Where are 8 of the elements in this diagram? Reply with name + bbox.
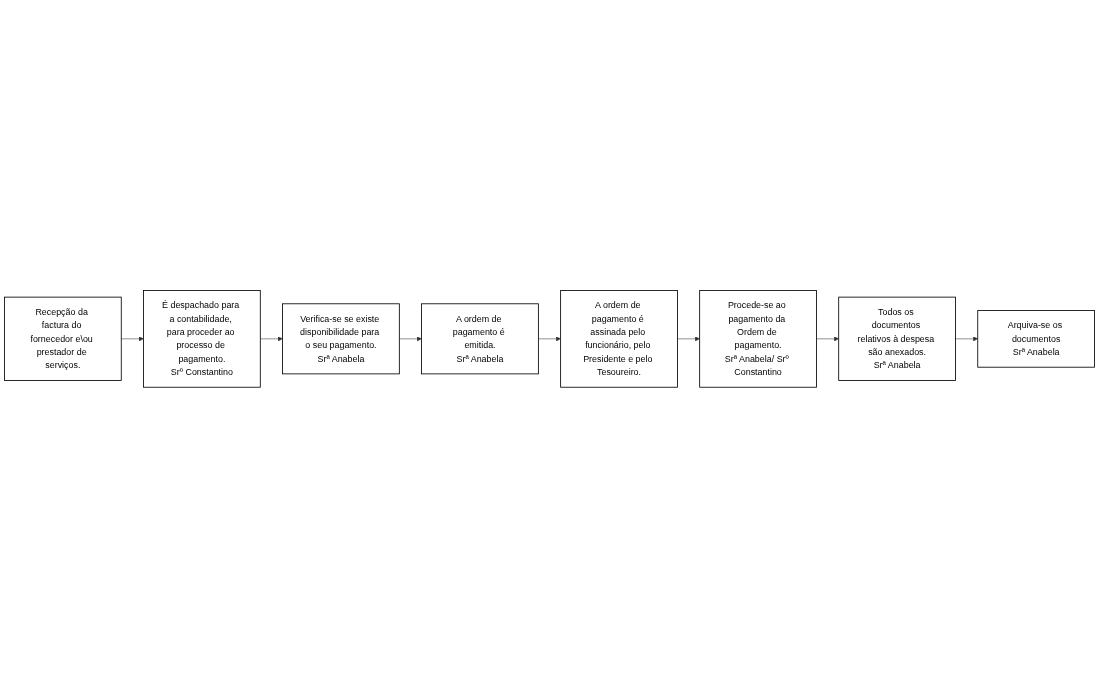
node-box — [143, 290, 261, 388]
node-box — [699, 290, 817, 388]
node-box — [4, 296, 122, 382]
node-box — [977, 310, 1095, 368]
node-box — [838, 296, 956, 382]
node-box — [421, 303, 539, 375]
node-box — [560, 290, 678, 388]
node-box — [282, 303, 400, 375]
